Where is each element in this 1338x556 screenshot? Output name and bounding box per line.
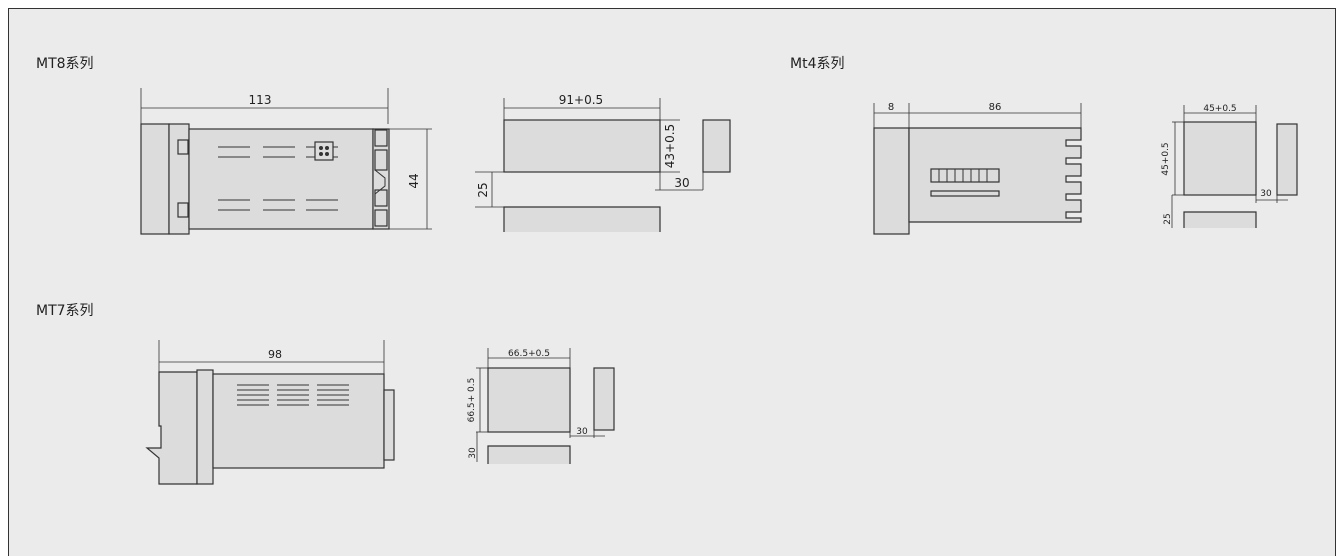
mt7-spacing-label: 30: [468, 447, 478, 459]
mt8-gap-label: 30: [674, 176, 689, 190]
mt7-series-title: MT7系列: [36, 303, 94, 319]
mt7-width-label: 98: [268, 348, 282, 361]
mt8-series-title: MT8系列: [36, 56, 94, 72]
mt8-cutout-height-label: 43+0.5: [663, 124, 677, 168]
mt4-side-view: 8 86: [873, 102, 1082, 235]
mt8-cutout-view: 91+0.5 43+0.5 30 25: [475, 93, 731, 232]
mt8-spacing-label: 25: [476, 182, 490, 197]
mt4-cutout-height-label: 45+0.5: [1161, 142, 1171, 175]
mt8-cutout-width-label: 91+0.5: [559, 93, 603, 107]
mt4-spacing-label: 25: [1163, 213, 1173, 224]
mt7-gap-label: 30: [576, 427, 588, 437]
mt7-cutout-width-label: 66.5+0.5: [508, 349, 550, 359]
mt8-height-label: 44: [407, 173, 421, 188]
mt7-cutout-height-label: 66.5+ 0.5: [467, 378, 477, 423]
mt7-side-view: 98: [145, 340, 395, 485]
mt7-cutout-view: 66.5+0.5 66.5+ 0.5 30 30: [467, 348, 615, 464]
mt4-cutout-width-label: 45+0.5: [1203, 104, 1236, 114]
mt8-width-label: 113: [249, 93, 272, 107]
mt4-gap-label: 30: [1260, 189, 1272, 199]
mt4-width-label: 86: [989, 102, 1002, 113]
mt4-series-title: Mt4系列: [790, 56, 845, 72]
mt4-front-label: 8: [888, 102, 894, 113]
mt4-cutout-view: 45+0.5 45+0.5 30 25: [1161, 104, 1298, 228]
mt8-side-view: 113 44: [140, 88, 432, 235]
